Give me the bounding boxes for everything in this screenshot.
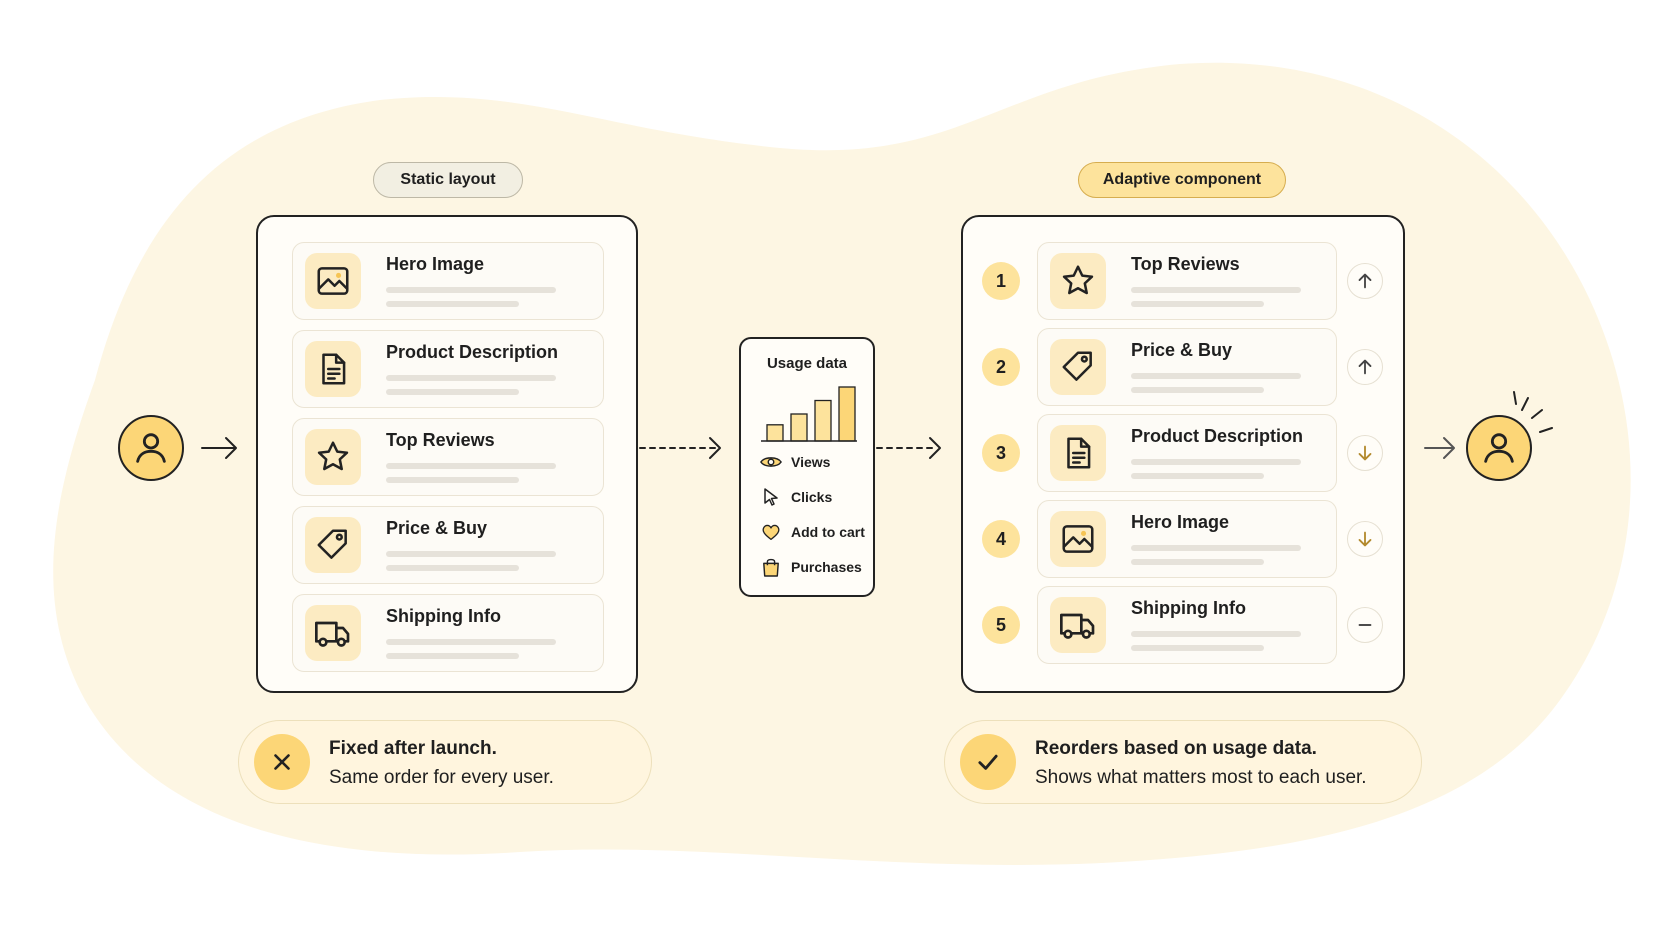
rank-badge: 4: [982, 520, 1020, 558]
static-card-price-buy: Price & Buy: [292, 506, 604, 584]
usage-bar: [766, 424, 784, 442]
usage-data-box: Usage data Views Clicks Add to cart Purc…: [739, 337, 875, 597]
card-title: Product Description: [386, 342, 559, 362]
metric-add-to-cart: Add to cart: [759, 521, 865, 543]
card-title: Shipping Info: [1131, 598, 1246, 618]
card-title: Hero Image: [386, 254, 485, 274]
placeholder-line: [386, 551, 556, 557]
usage-data-title: Usage data: [766, 355, 848, 372]
static-card-top-reviews: Top Reviews: [292, 418, 604, 496]
card-title: Product Description: [1131, 426, 1304, 446]
placeholder-line: [1131, 645, 1264, 651]
static-card-hero-image: Hero Image: [292, 242, 604, 320]
placeholder-line: [386, 375, 556, 381]
eye-icon: [759, 454, 783, 470]
static-layout-panel: Hero Image Product Description Top Revie…: [256, 215, 638, 693]
placeholder-line: [386, 477, 519, 483]
placeholder-line: [386, 463, 556, 469]
rank-badge: 5: [982, 606, 1020, 644]
note-title: Fixed after launch.: [329, 738, 497, 759]
image-icon: [1050, 511, 1106, 567]
usage-bar-chart: [761, 386, 857, 442]
adaptive-card-hero-image: Hero Image: [1037, 500, 1337, 578]
placeholder-line: [1131, 287, 1301, 293]
truck-icon: [1050, 597, 1106, 653]
arrow-right-icon: [1424, 437, 1455, 459]
rank-badge: 1: [982, 262, 1020, 300]
image-icon: [305, 253, 361, 309]
metric-label: Add to cart: [791, 524, 865, 540]
static-card-product-description: Product Description: [292, 330, 604, 408]
placeholder-line: [1131, 387, 1264, 393]
check-icon: [960, 734, 1016, 790]
placeholder-line: [386, 639, 556, 645]
card-title: Hero Image: [1131, 512, 1230, 532]
note-subtitle: Shows what matters most to each user.: [1035, 767, 1367, 788]
placeholder-line: [1131, 545, 1301, 551]
card-title: Top Reviews: [1131, 254, 1240, 274]
adaptive-card-shipping-info: Shipping Info: [1037, 586, 1337, 664]
price-tag-icon: [1050, 339, 1106, 395]
card-title: Shipping Info: [386, 606, 501, 626]
note-subtitle: Same order for every user.: [329, 767, 554, 788]
adaptive-component-panel: 1 Top Reviews 2 Price & Buy 3 Product De…: [961, 215, 1405, 693]
placeholder-line: [1131, 473, 1264, 479]
shopping-bag-icon: [759, 557, 783, 577]
truck-icon: [305, 605, 361, 661]
arrow-head: [709, 437, 721, 459]
adaptive-card-price-buy: Price & Buy: [1037, 328, 1337, 406]
spark-lines: [1513, 391, 1553, 433]
x-icon: [254, 734, 310, 790]
adaptive-note: Reorders based on usage data. Shows what…: [944, 720, 1422, 804]
star-icon: [305, 429, 361, 485]
metric-purchases: Purchases: [759, 556, 862, 578]
usage-bar: [790, 413, 808, 442]
adaptive-component-label: Adaptive component: [1078, 162, 1286, 198]
metric-label: Views: [791, 454, 831, 470]
arrow-up-icon: [1347, 349, 1383, 385]
adaptive-card-product-description: Product Description: [1037, 414, 1337, 492]
user-icon: [118, 415, 184, 481]
arrow-down-icon: [1347, 521, 1383, 557]
metric-label: Purchases: [791, 559, 862, 575]
placeholder-line: [1131, 631, 1301, 637]
note-title: Reorders based on usage data.: [1035, 738, 1317, 759]
placeholder-line: [386, 287, 556, 293]
placeholder-line: [1131, 559, 1264, 565]
placeholder-line: [1131, 301, 1264, 307]
adaptive-card-top-reviews: Top Reviews: [1037, 242, 1337, 320]
user-icon: [1466, 415, 1532, 481]
dash-icon: [1347, 607, 1383, 643]
metric-clicks: Clicks: [759, 486, 832, 508]
placeholder-line: [386, 653, 519, 659]
metric-views: Views: [759, 451, 830, 473]
placeholder-line: [1131, 373, 1301, 379]
metric-label: Clicks: [791, 489, 833, 505]
static-layout-label: Static layout: [373, 162, 523, 198]
static-card-shipping-info: Shipping Info: [292, 594, 604, 672]
arrow-head: [929, 437, 941, 459]
heart-icon: [759, 523, 783, 541]
document-icon: [305, 341, 361, 397]
cursor-icon: [759, 488, 783, 506]
placeholder-line: [386, 301, 519, 307]
placeholder-line: [386, 389, 519, 395]
arrow-right-icon: [201, 437, 237, 459]
card-title: Price & Buy: [1131, 340, 1233, 360]
card-title: Price & Buy: [386, 518, 488, 538]
usage-bar: [838, 386, 856, 442]
placeholder-line: [1131, 459, 1301, 465]
card-title: Top Reviews: [386, 430, 495, 450]
arrow-down-icon: [1347, 435, 1383, 471]
arrow-up-icon: [1347, 263, 1383, 299]
rank-badge: 3: [982, 434, 1020, 472]
usage-bar: [814, 399, 832, 442]
star-icon: [1050, 253, 1106, 309]
placeholder-line: [386, 565, 519, 571]
static-note: Fixed after launch. Same order for every…: [238, 720, 652, 804]
document-icon: [1050, 425, 1106, 481]
price-tag-icon: [305, 517, 361, 573]
rank-badge: 2: [982, 348, 1020, 386]
